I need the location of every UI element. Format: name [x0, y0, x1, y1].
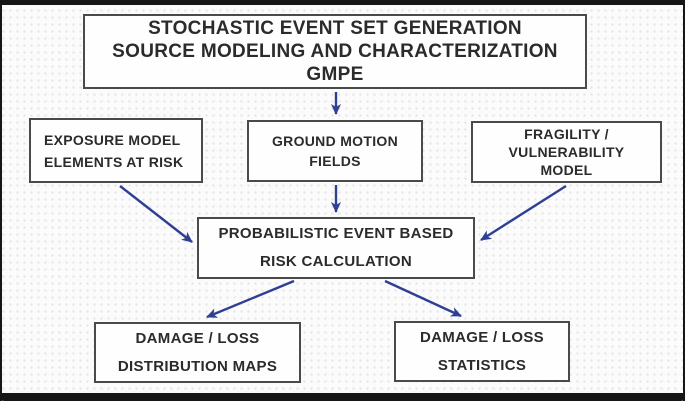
node-text-line: RISK CALCULATION: [259, 253, 412, 270]
arrow-fragility-to-riskcalc: [480, 184, 567, 242]
node-text-line: DAMAGE / LOSS: [135, 329, 260, 347]
frame-left-edge: [0, 0, 2, 401]
node-exposure-model: EXPOSURE MODEL ELEMENTS AT RISK: [29, 118, 203, 183]
node-stochastic-event-set-generation: STOCHASTIC EVENT SET GENERATION SOURCE M…: [83, 14, 587, 89]
arrow-riskcalc-to-statistics: [384, 279, 462, 318]
node-text-line: SOURCE MODELING AND CHARACTERIZATION: [112, 41, 558, 62]
frame-top-bar: [0, 0, 685, 5]
frame-right-edge: [683, 0, 685, 401]
node-damage-loss-distribution-maps: DAMAGE / LOSS DISTRIBUTION MAPS: [94, 322, 301, 383]
node-text-line: VULNERABILITY: [508, 144, 625, 160]
arrow-exposure-to-riskcalc: [119, 185, 193, 243]
node-text-line: DAMAGE / LOSS: [420, 328, 544, 346]
node-text-line: FRAGILITY /: [524, 126, 609, 142]
node-ground-motion-fields: GROUND MOTION FIELDS: [247, 120, 423, 182]
node-damage-loss-statistics: DAMAGE / LOSS STATISTICS: [394, 321, 570, 382]
node-text-line: GROUND MOTION: [271, 133, 398, 149]
node-text-line: PROBABILISTIC EVENT BASED: [218, 225, 454, 242]
arrow-riskcalc-to-maps: [206, 279, 295, 319]
node-text-line: STOCHASTIC EVENT SET GENERATION: [148, 18, 522, 39]
node-text-line: FIELDS: [309, 153, 361, 169]
node-text-line: DISTRIBUTION MAPS: [117, 357, 278, 375]
node-text-line: MODEL: [540, 162, 593, 178]
node-fragility-vulnerability-model: FRAGILITY / VULNERABILITY MODEL: [471, 121, 662, 183]
node-probabilistic-risk-calculation: PROBABILISTIC EVENT BASED RISK CALCULATI…: [197, 217, 475, 279]
node-text-line: EXPOSURE MODEL: [44, 131, 181, 148]
node-text-line: ELEMENTS AT RISK: [44, 153, 184, 170]
frame-bottom-bar: [0, 393, 685, 401]
node-text-line: GMPE: [306, 64, 364, 85]
node-text-line: STATISTICS: [437, 356, 527, 374]
